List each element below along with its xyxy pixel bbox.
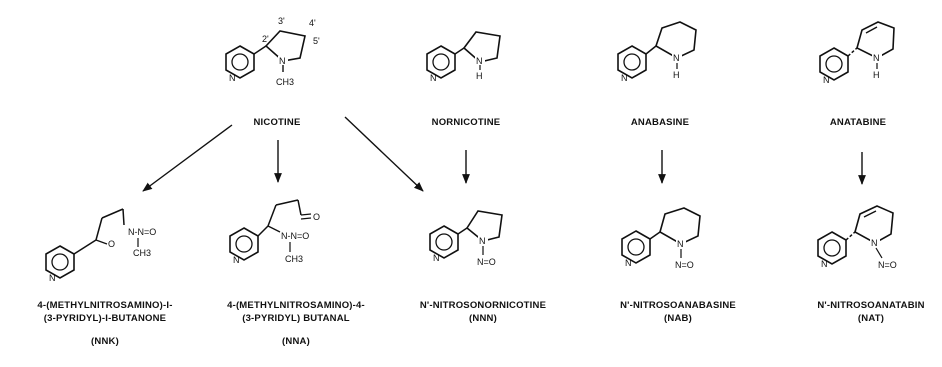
atom-n: N: [279, 56, 286, 66]
atom-h: H: [476, 71, 483, 81]
atom-h: H: [673, 70, 680, 80]
atom-n: N: [476, 56, 483, 66]
atom-o: O: [313, 212, 320, 222]
position-3: 3': [278, 16, 285, 26]
methyl-group: CH3: [285, 254, 303, 264]
atom-n: N: [229, 73, 236, 83]
nab-structure: N N N=O: [621, 207, 701, 270]
label-nna: 4-(METHYLNITROSAMINO)-4- (3-PYRIDYL) BUT…: [227, 300, 365, 347]
atom-n: N: [621, 73, 628, 83]
atom-o: O: [108, 239, 115, 249]
atom-n: N: [625, 258, 632, 268]
nitroso-group: N-N=O: [281, 231, 309, 241]
nornicotine-structure: N N H: [426, 31, 501, 83]
nitroso-group: N=O: [477, 257, 496, 267]
atom-n: N: [233, 255, 240, 265]
atom-n: N: [823, 75, 830, 85]
position-5: 5': [313, 36, 320, 46]
atom-n: N: [430, 73, 437, 83]
label-nnk: 4-(METHYLNITROSAMINO)-I- (3-PYRIDYL)-I-B…: [37, 300, 173, 347]
label-anabasine: ANABASINE: [630, 117, 690, 128]
arrow-to-nnk: [142, 124, 233, 192]
atom-h: H: [873, 70, 880, 80]
nitroso-group: N=O: [878, 260, 897, 270]
atom-n: N: [49, 273, 56, 283]
arrow-to-nnn: [344, 116, 424, 192]
nitroso-group: N=O: [675, 260, 694, 270]
anatabine-structure: N N H: [819, 21, 895, 85]
position-2: 2': [262, 34, 269, 44]
nnk-structure: N O N-N=O CH3: [45, 208, 156, 283]
methyl-group: CH3: [133, 248, 151, 258]
label-nicotine: NICOTINE: [253, 117, 301, 128]
atom-n: N: [677, 239, 684, 249]
nna-structure: N O N-N=O CH3: [229, 199, 320, 265]
label-nnn: N'-NITROSONORNICOTINE (NNN): [419, 300, 547, 324]
nat-structure: N N N=O: [817, 205, 897, 270]
atom-n: N: [433, 253, 440, 263]
atom-n: N: [871, 238, 878, 248]
nitroso-group: N-N=O: [128, 227, 156, 237]
label-anatabine: ANATABINE: [829, 117, 887, 128]
atom-n: N: [873, 53, 880, 63]
label-nat: N'-NITROSOANATABIN (NAT): [817, 300, 925, 324]
label-nornicotine: NORNICOTINE: [431, 117, 501, 128]
nicotine-structure: N N CH3 3' 4' 2' 5': [225, 16, 320, 87]
position-4: 4': [309, 18, 316, 28]
label-nab: N'-NITROSOANABASINE (NAB): [620, 300, 736, 324]
nnn-structure: N N N=O: [429, 210, 503, 267]
atom-n: N: [673, 53, 680, 63]
anabasine-structure: N N H: [617, 21, 697, 83]
atom-n: N: [821, 259, 828, 269]
methyl-group: CH3: [276, 77, 294, 87]
atom-n: N: [479, 236, 486, 246]
